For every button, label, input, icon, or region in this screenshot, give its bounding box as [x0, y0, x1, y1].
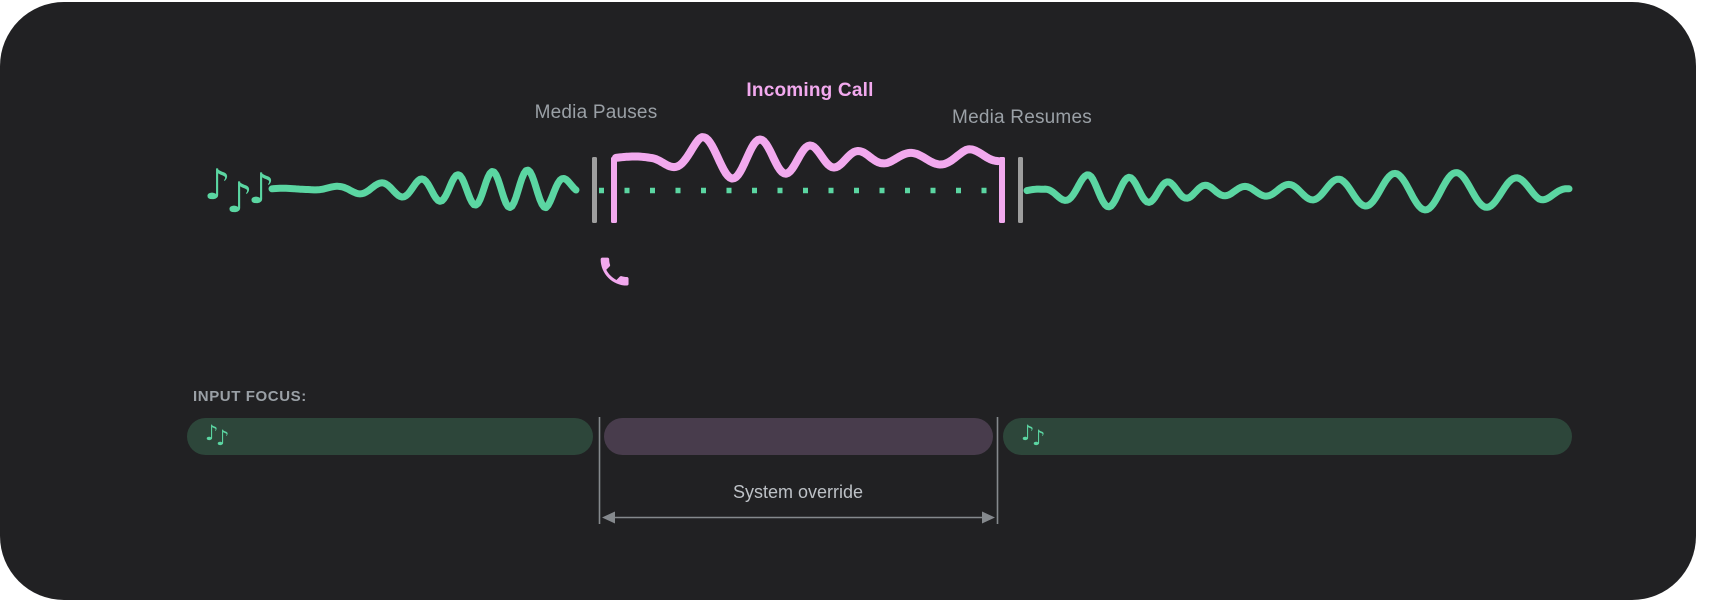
input-focus-label: INPUT FOCUS: — [193, 388, 307, 405]
resume-marker-pink — [999, 157, 1005, 223]
note-glyph: ♪ — [1032, 426, 1046, 450]
system-override-label: System override — [732, 482, 864, 502]
note-glyph: ♪ — [1021, 421, 1035, 445]
resume-marker-gray — [1018, 157, 1023, 223]
music-notes-icon: ♪ ♪ — [1021, 423, 1061, 451]
focus-bar-media-after: ♪ ♪ — [1003, 418, 1572, 455]
focus-bar-call — [604, 418, 993, 455]
note-glyph: ♪ — [205, 421, 219, 445]
music-notes-icon: ♪ ♪ — [205, 423, 245, 451]
incoming-call-label: Incoming Call — [746, 80, 874, 101]
media-pauses-label: Media Pauses — [534, 102, 658, 123]
system-override-bracket — [598, 417, 999, 524]
note-glyph: ♪ — [204, 160, 231, 209]
arrow-left-icon — [602, 511, 615, 524]
pause-marker-pink — [611, 157, 617, 223]
note-glyph: ♪ — [226, 173, 253, 222]
pause-marker-gray — [592, 157, 597, 223]
arrow-right-icon — [982, 511, 995, 524]
media-wave-before — [268, 166, 580, 212]
incoming-call-wave — [612, 133, 1002, 183]
phone-icon — [600, 257, 629, 286]
media-wave-after — [1023, 169, 1573, 214]
focus-bar-media-before: ♪ ♪ — [187, 418, 593, 455]
note-glyph: ♪ — [216, 426, 230, 450]
media-resumes-label: Media Resumes — [952, 107, 1092, 128]
